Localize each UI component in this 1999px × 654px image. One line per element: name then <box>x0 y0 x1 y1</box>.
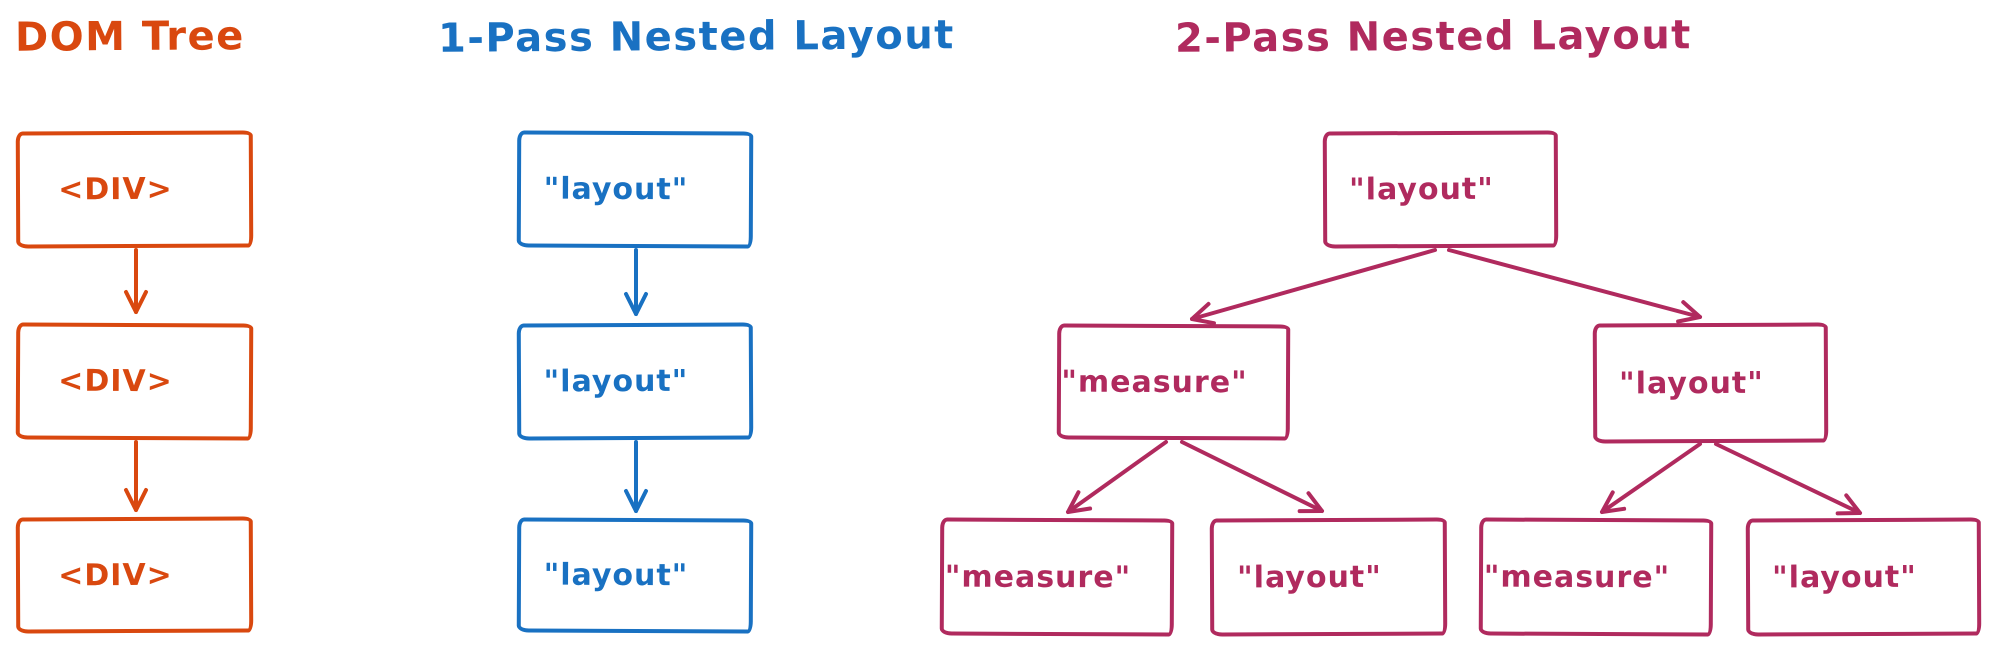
two-pass-measure-box: "measure" <box>1056 323 1291 441</box>
two-pass-arrow-layout-to-measure <box>1600 442 1702 514</box>
two-pass-title: 2-Pass Nested Layout <box>1174 12 1692 62</box>
dom-tree-title: DOM Tree <box>14 13 245 61</box>
two-pass-layout-box: "layout" <box>1592 322 1829 444</box>
two-pass-layout-label: "layout" <box>1619 365 1764 401</box>
two-pass-leaf-box-3: "measure" <box>1478 517 1714 637</box>
two-pass-leaf-label-3: "measure" <box>1483 559 1671 595</box>
two-pass-leaf-box-1: "measure" <box>939 517 1175 637</box>
two-pass-arrow-measure-to-measure <box>1066 440 1168 514</box>
one-pass-title: 1-Pass Nested Layout <box>437 12 955 62</box>
dom-node-box-1: <DIV> <box>15 130 254 249</box>
one-pass-node-box-3: "layout" <box>516 517 754 634</box>
two-pass-arrow-layout-to-layout <box>1714 442 1862 516</box>
one-pass-node-label-1: "layout" <box>543 171 689 208</box>
two-pass-measure-label: "measure" <box>1061 364 1248 400</box>
dom-node-box-3: <DIV> <box>15 516 254 634</box>
dom-node-label-3: <DIV> <box>58 557 173 593</box>
dom-node-label-1: <DIV> <box>58 171 173 208</box>
two-pass-root-label: "layout" <box>1349 171 1494 208</box>
two-pass-leaf-box-2: "layout" <box>1209 517 1448 637</box>
two-pass-leaf-label-2: "layout" <box>1237 559 1382 595</box>
dom-node-box-2: <DIV> <box>15 322 254 441</box>
two-pass-root-box: "layout" <box>1322 130 1559 249</box>
one-pass-node-label-2: "layout" <box>543 363 689 400</box>
two-pass-arrow-root-to-layout <box>1447 248 1702 324</box>
one-pass-node-label-3: "layout" <box>543 557 689 594</box>
one-pass-node-box-2: "layout" <box>516 322 754 441</box>
dom-node-label-2: <DIV> <box>58 363 173 400</box>
two-pass-leaf-label-4: "layout" <box>1772 559 1917 595</box>
two-pass-leaf-box-4: "layout" <box>1745 517 1982 637</box>
two-pass-arrow-measure-to-layout <box>1180 440 1324 514</box>
two-pass-leaf-label-1: "measure" <box>944 559 1132 595</box>
two-pass-arrow-root-to-measure <box>1190 248 1437 326</box>
one-pass-node-box-1: "layout" <box>516 130 754 249</box>
